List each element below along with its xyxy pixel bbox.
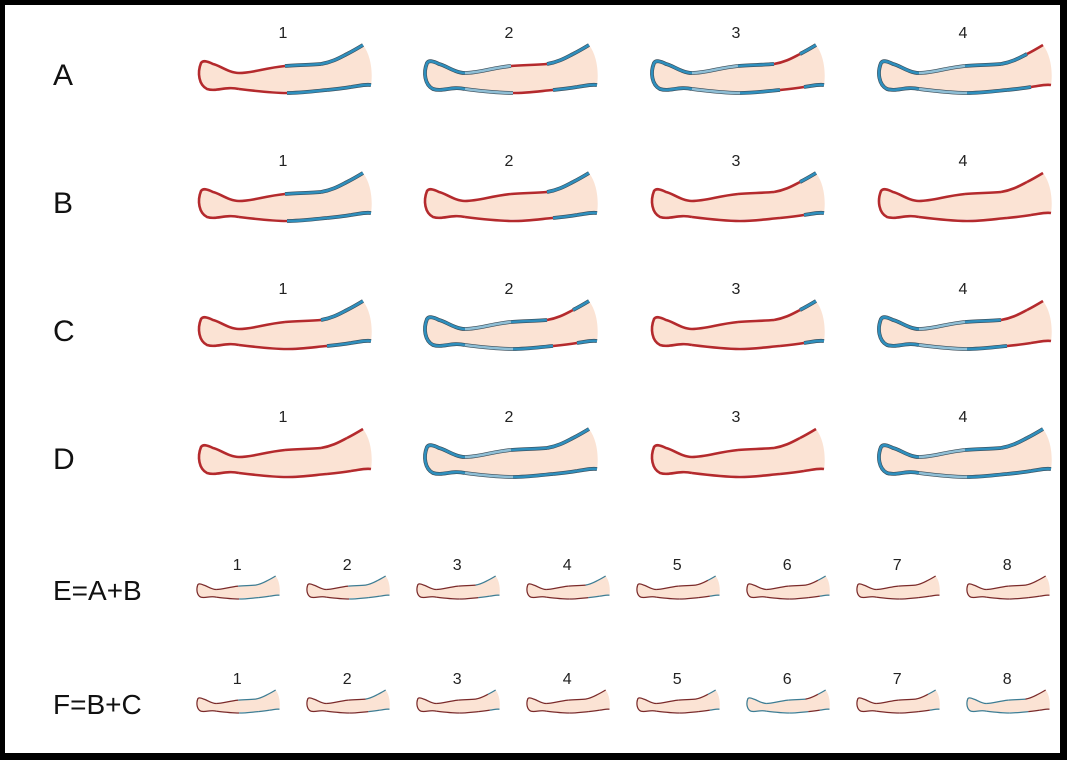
leg-sleeve-D-4: [879, 429, 1052, 477]
step-number: 1: [233, 671, 242, 688]
step-number: 3: [732, 25, 741, 42]
step-number: 1: [279, 409, 288, 426]
step-number: 8: [1003, 671, 1012, 688]
step-number: 1: [233, 557, 242, 574]
step-number: 3: [453, 557, 462, 574]
step-number: 2: [343, 671, 352, 688]
leg-sleeve-A-3: [652, 45, 825, 93]
row-label: D: [53, 443, 75, 476]
step-number: 7: [893, 557, 902, 574]
leg-sleeve-B-2: [425, 173, 598, 221]
step-number: 4: [563, 671, 572, 688]
row-label: F=B+C: [53, 689, 142, 720]
step-number: 5: [673, 557, 682, 574]
step-number: 2: [505, 409, 514, 426]
leg-sleeve-B-4: [879, 173, 1052, 221]
leg-sleeve-E=A+B-5: [637, 576, 720, 599]
step-number: 1: [279, 25, 288, 42]
leg-sleeve-C-3: [652, 301, 825, 349]
step-number: 1: [279, 153, 288, 170]
leg-sleeve-F=B+C-4: [527, 690, 610, 713]
leg-sleeve-F=B+C-1: [197, 690, 280, 713]
step-number: 4: [959, 281, 968, 298]
step-number: 6: [783, 557, 792, 574]
leg-sleeve-F=B+C-3: [417, 690, 500, 713]
row-c: C 1 2 3 4: [53, 281, 1052, 349]
leg-sleeve-A-1: [199, 45, 372, 93]
row-b: B 1 2 3 4: [53, 153, 1052, 221]
step-number: 3: [732, 153, 741, 170]
leg-sleeve-A-4: [879, 45, 1052, 93]
step-number: 4: [959, 25, 968, 42]
leg-sleeve-B-3: [652, 173, 825, 221]
leg-sleeve-D-1: [199, 429, 372, 477]
leg-sleeve-F=B+C-5: [637, 690, 720, 713]
step-number: 1: [279, 281, 288, 298]
step-number: 2: [505, 281, 514, 298]
compression-sequence-diagram: A1234B1234C1234D1234E=A+B12345678F=B+C12…: [5, 5, 1060, 753]
leg-sleeve-C-4: [879, 301, 1052, 349]
leg-sleeve-E=A+B-3: [417, 576, 500, 599]
step-number: 3: [732, 409, 741, 426]
leg-sleeve-F=B+C-7: [857, 690, 940, 713]
leg-sleeve-F=B+C-2: [307, 690, 390, 713]
step-number: 8: [1003, 557, 1012, 574]
step-number: 7: [893, 671, 902, 688]
leg-sleeve-F=B+C-8: [967, 690, 1050, 713]
step-number: 2: [505, 25, 514, 42]
step-number: 2: [343, 557, 352, 574]
row-label: C: [53, 315, 75, 348]
leg-sleeve-F=B+C-6: [747, 690, 830, 713]
leg-sleeve-B-1: [199, 173, 372, 221]
leg-sleeve-E=A+B-8: [967, 576, 1050, 599]
leg-sleeve-D-2: [425, 429, 598, 477]
step-number: 3: [732, 281, 741, 298]
leg-sleeve-E=A+B-1: [197, 576, 280, 599]
leg-sleeve-D-3: [652, 429, 825, 477]
leg-sleeve-C-2: [425, 301, 598, 349]
row-label: E=A+B: [53, 575, 142, 606]
step-number: 2: [505, 153, 514, 170]
leg-sleeve-E=A+B-7: [857, 576, 940, 599]
step-number: 3: [453, 671, 462, 688]
step-number: 4: [563, 557, 572, 574]
row-e-a-b: E=A+B 1 2 3 4 5 6 7 8: [53, 557, 1050, 606]
step-number: 4: [959, 153, 968, 170]
row-a: A 1 2 3 4: [53, 25, 1052, 93]
row-d: D 1 2 3 4: [53, 409, 1052, 477]
leg-sleeve-E=A+B-4: [527, 576, 610, 599]
step-number: 4: [959, 409, 968, 426]
leg-sleeve-A-2: [425, 45, 598, 93]
step-number: 6: [783, 671, 792, 688]
leg-sleeve-E=A+B-6: [747, 576, 830, 599]
leg-sleeve-C-1: [199, 301, 372, 349]
row-label: A: [53, 59, 73, 92]
row-label: B: [53, 187, 73, 220]
step-number: 5: [673, 671, 682, 688]
leg-sleeve-E=A+B-2: [307, 576, 390, 599]
row-f-b-c: F=B+C 1 2 3 4 5 6 7 8: [53, 671, 1050, 720]
